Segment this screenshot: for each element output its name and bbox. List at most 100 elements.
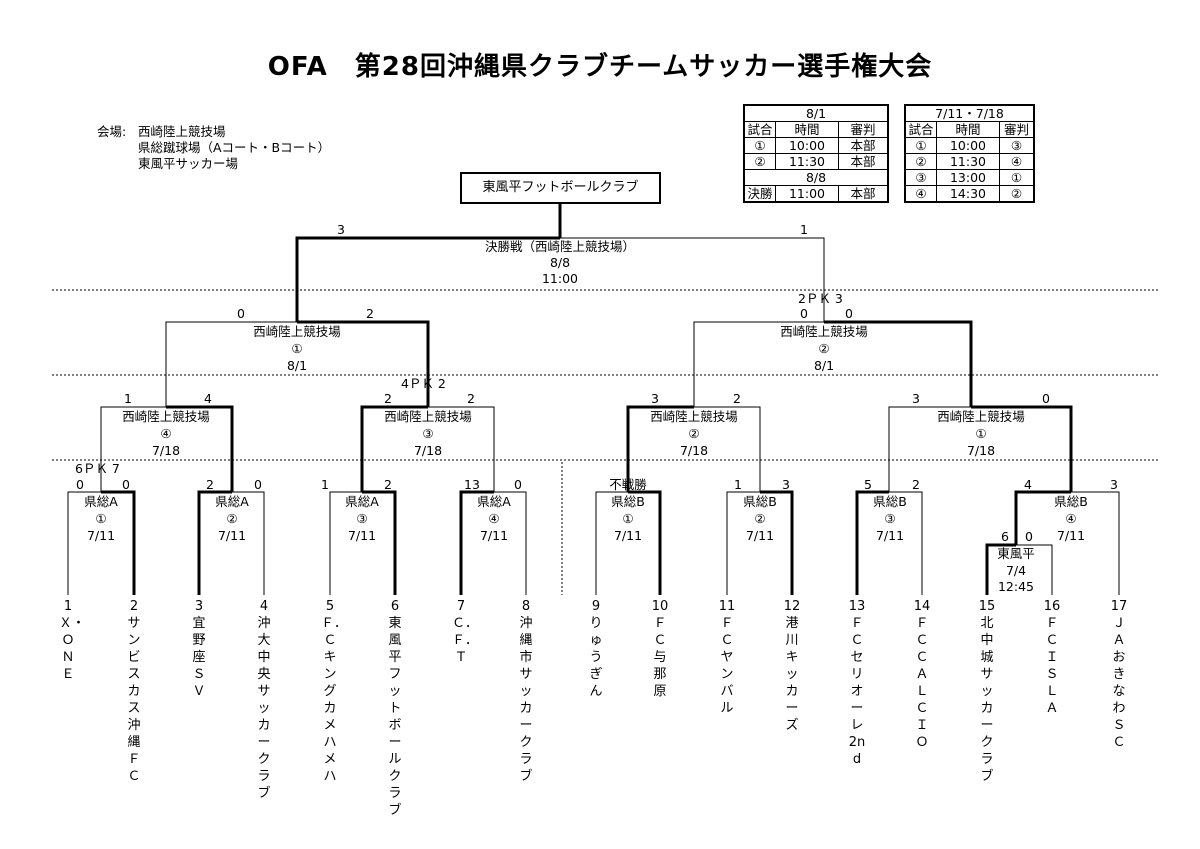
pk-score: 4ＰＫ 2 [401, 376, 446, 391]
schedule-cell: 本部 [838, 153, 889, 170]
champion-box: 東風平フットボールクラブ [460, 172, 661, 204]
match-venue: 西崎陸上競技場 [253, 324, 341, 339]
team-name: Ｆ．Ｃキングカメハメハ [321, 616, 348, 784]
schedule-cell: 14:30 [936, 185, 1000, 203]
score: 4 [204, 391, 212, 406]
match-venue: 西崎陸上競技場 [384, 409, 472, 424]
venue-item: 県総蹴球場（Aコート・Bコート） [138, 140, 331, 155]
bracket-line [232, 491, 265, 595]
score: 1 [800, 222, 808, 237]
team-name: 北中城サッカークラブ [980, 616, 994, 784]
bracket-line [888, 406, 971, 492]
team-name: ＦＣ ＩＳＬＡ [1045, 616, 1072, 716]
match-number: ① [622, 511, 634, 526]
team-number: 2 [129, 599, 139, 614]
match-number: ④ [160, 426, 172, 441]
team-name: ＦＣヤンバル [720, 616, 734, 716]
venue-list: 会場:西崎陸上競技場 県総蹴球場（Aコート・Bコート） 東風平サッカー場 [97, 124, 330, 172]
match-venue: 県総B [743, 494, 777, 509]
match-date: 7/11 [479, 528, 509, 543]
match-venue: 県総A [84, 494, 118, 509]
bracket-line [1014, 490, 1071, 545]
team-name: ＦＣセリオーレ2nd [848, 616, 866, 767]
match-date: 7/11 [347, 528, 377, 543]
team-number: 8 [521, 599, 531, 614]
match-date: 7/4 [1005, 563, 1027, 578]
match-venue: 西崎陸上競技場 [937, 409, 1025, 424]
bracket-line [1071, 491, 1120, 595]
schedule-cell: 本部 [838, 137, 889, 154]
match-number: ① [95, 511, 107, 526]
match-date: 7/11 [86, 528, 116, 543]
bracket-line [693, 321, 824, 407]
schedule-header: 審判 [838, 121, 889, 138]
match-venue: 西崎陸上競技場 [650, 409, 738, 424]
score: 3 [1110, 477, 1118, 492]
bracket-line [101, 490, 136, 595]
match-venue: 県総B [611, 494, 645, 509]
bracket-line [100, 406, 166, 492]
score: 3 [912, 391, 920, 406]
match-venue: 西崎陸上競技場 [122, 409, 210, 424]
team-number: 5 [325, 599, 335, 614]
score: 0 [514, 477, 522, 492]
bracket-line [760, 490, 794, 595]
match-number: ② [818, 341, 830, 356]
score: 4 [1024, 477, 1032, 492]
bracket-line [824, 320, 973, 407]
team-number: 7 [456, 599, 466, 614]
score: 5 [864, 477, 872, 492]
bracket-line [166, 405, 234, 492]
match-number: ② [754, 511, 766, 526]
schedule-cell: ① [999, 169, 1035, 186]
schedule-header: 試合 [904, 121, 937, 138]
final-date: 8/8 [549, 255, 571, 270]
team-name: ＦＣ ＣＡＬＣＩＯ [915, 616, 942, 750]
bracket-line [459, 490, 494, 595]
schedule-cell: 本部 [838, 185, 889, 203]
match-date: 7/18 [413, 443, 443, 458]
match-number: ③ [422, 426, 434, 441]
bracket-line [628, 490, 662, 595]
team-number: 6 [390, 599, 400, 614]
score: 2 [384, 391, 392, 406]
match-number: ④ [1065, 511, 1077, 526]
match-date: 7/11 [613, 528, 643, 543]
score: 1 [734, 477, 742, 492]
bracket-line [595, 491, 628, 595]
team-name: 沖縄市サッカークラブ [519, 616, 533, 784]
bracket-line [560, 237, 825, 322]
bracket-line [67, 491, 101, 595]
schedule-cell: ② [999, 185, 1035, 203]
score: 2 [384, 477, 392, 492]
score: 0 [800, 306, 808, 321]
team-number: 3 [194, 599, 204, 614]
match-venue: 東風平 [997, 546, 1035, 561]
team-number: 17 [1110, 599, 1128, 614]
team-number: 10 [651, 599, 669, 614]
walkover-label: 不戦勝 [609, 477, 647, 492]
bracket-line [985, 543, 1016, 595]
match-number: ② [226, 511, 238, 526]
match-number: ③ [884, 511, 896, 526]
schedule-cell: ③ [904, 169, 937, 186]
team-name: りゅうぎん [589, 616, 603, 699]
match-date: 7/18 [151, 443, 181, 458]
schedule-cell: 11:30 [936, 153, 1000, 170]
match-number: ① [975, 426, 987, 441]
score: 3 [782, 477, 790, 492]
match-date: 7/18 [966, 443, 996, 458]
match-venue: 県総A [215, 494, 249, 509]
bracket-line [726, 491, 760, 595]
match-venue: 県総B [1054, 494, 1088, 509]
